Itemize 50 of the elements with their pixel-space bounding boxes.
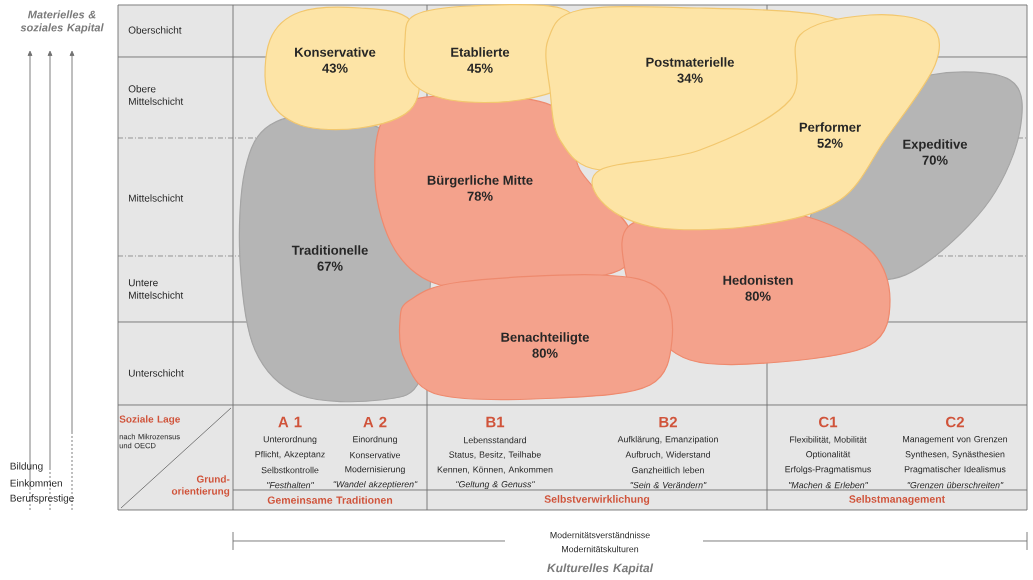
value-text: Modernisierung: [345, 465, 405, 475]
row-label: Einkommen: [10, 479, 62, 487]
group-name: Gemeinsame Traditionen: [267, 496, 393, 504]
milieu-area: Benachteiligte 80%: [398, 274, 674, 401]
axis-title: Materielles & soziales Kapital: [20, 10, 104, 34]
value-text: Flexibilität, Mobilität: [790, 436, 867, 444]
value-text: Status, Besitz, Teilhabe: [449, 451, 541, 459]
value-text: Konservative: [350, 451, 401, 459]
motto-text: "Wandel akzeptieren": [333, 480, 418, 490]
value-text: Kennen, Können, Ankommen: [437, 466, 553, 474]
row-label: Oberschicht: [128, 26, 182, 34]
value-text: Lebensstandard: [464, 436, 526, 444]
column-heading: Soziale Lage: [119, 415, 180, 425]
motto-text: "Festhalten": [267, 481, 314, 489]
group-name: Selbstverwirklichung: [544, 495, 650, 505]
group-code: A 1: [278, 416, 302, 428]
value-text: Management von Grenzen: [903, 436, 1007, 444]
row-label: Mittelschicht: [129, 194, 184, 202]
group-code: B2: [659, 416, 677, 428]
milieu-area: Bürgerliche Mitte 78%: [374, 94, 636, 289]
motto-text: "Sein & Verändern": [630, 481, 707, 489]
row-label: Berufsprestige: [10, 494, 74, 504]
value-text: Pragmatischer Idealismus: [904, 465, 1006, 475]
row-label: Untere Mittelschicht: [129, 279, 184, 299]
group-name: Selbstmanagement: [849, 495, 945, 505]
milieu-area: Konservative 43%: [264, 6, 421, 131]
value-text: Synthesen, Synästhesien: [905, 450, 1005, 460]
value-text: Aufklärung, Emanzipation: [617, 435, 718, 445]
group-code: C2: [946, 416, 964, 428]
value-text: Optionalität: [806, 450, 851, 460]
row-label: Unterschicht: [129, 369, 184, 377]
value-text: Ganzheitlich leben: [632, 466, 704, 474]
value-text: Unterordnung: [263, 435, 317, 445]
row-label: Bildung: [10, 462, 43, 472]
row-label: Obere Mittelschicht: [128, 85, 184, 105]
value-text: Pflicht, Akzeptanz: [255, 450, 325, 460]
motto-text: "Grenzen überschreiten": [907, 481, 1004, 489]
axis-title: Kulturelles Kapital: [547, 563, 654, 575]
motto-text: "Geltung & Genuss": [456, 480, 535, 490]
value-text: Selbstkontrolle: [261, 466, 319, 474]
group-code: C1: [819, 416, 838, 428]
group-code: B1: [486, 416, 505, 428]
motto-text: "Machen & Erleben": [789, 481, 869, 489]
column-heading: Grund- orientierung: [171, 475, 230, 497]
value-text: Einordnung: [353, 435, 397, 445]
value-text: Modernitätsverständnisse: [550, 531, 650, 539]
group-code: A 2: [363, 416, 387, 428]
value-text: Aufbruch, Widerstand: [625, 451, 710, 459]
value-text: Erfolgs-Pragmatismus: [785, 465, 871, 475]
value-text: Modernitätskulturen: [562, 545, 639, 553]
